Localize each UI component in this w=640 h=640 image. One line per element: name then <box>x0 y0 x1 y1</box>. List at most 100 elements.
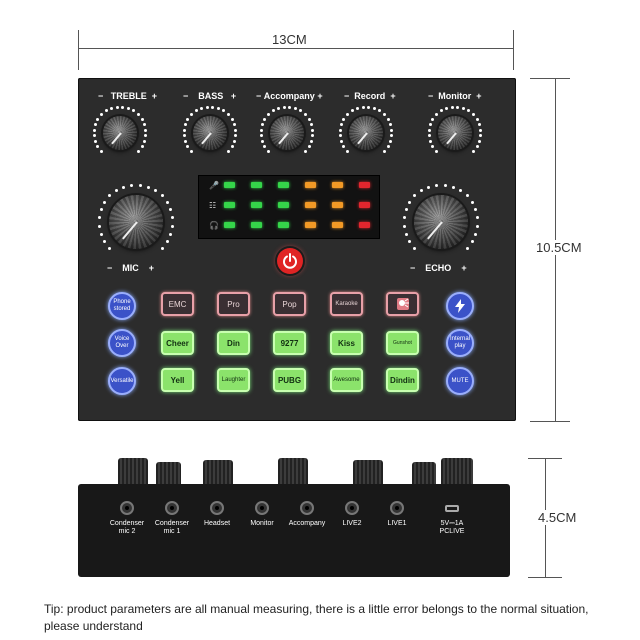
echo-label-row: − ECHO + <box>410 263 467 273</box>
knob-level-dot <box>479 128 483 132</box>
knob-level-dot <box>144 128 148 132</box>
knob-level-dot <box>103 200 107 204</box>
knob-level-dot <box>355 106 359 110</box>
vu-led <box>224 182 235 188</box>
knob-level-dot <box>263 117 267 121</box>
voice-change-button[interactable] <box>386 292 419 316</box>
knob-level-dot <box>234 134 238 138</box>
vu-led <box>251 182 262 188</box>
emc-button[interactable]: EMC <box>161 292 194 316</box>
height-dimension-bottom-tick <box>530 421 570 422</box>
mic-knob[interactable] <box>109 195 163 249</box>
phone-stored-button[interactable]: Phone stored <box>108 292 136 320</box>
bass-knob[interactable] <box>193 116 227 150</box>
port-label: Headset <box>192 520 242 528</box>
side-knob-4 <box>278 458 308 486</box>
dindin-button[interactable]: Dindin <box>386 368 419 392</box>
side-knob-5 <box>353 460 383 486</box>
knob-level-dot <box>144 134 148 138</box>
mute-button[interactable]: MUTE <box>446 367 474 395</box>
pop-button[interactable]: Pop <box>273 292 306 316</box>
port-label: Monitor <box>237 520 287 528</box>
kiss-button[interactable]: Kiss <box>330 331 363 355</box>
vu-led <box>278 202 289 208</box>
pro-button[interactable]: Pro <box>217 292 250 316</box>
audio-jack[interactable] <box>345 501 359 515</box>
knob-level-dot <box>146 185 150 189</box>
echo-knob[interactable] <box>414 195 468 249</box>
power-button[interactable] <box>277 248 303 274</box>
knob-level-dot <box>479 134 483 138</box>
vu-led <box>224 202 235 208</box>
tip-text: Tip: product parameters are all manual m… <box>44 602 589 633</box>
knob-level-dot <box>121 105 125 109</box>
knob-level-dot <box>470 240 474 244</box>
versatile-button[interactable]: Versatile <box>108 367 136 395</box>
cheer-button[interactable]: Cheer <box>161 331 194 355</box>
knob-level-dot <box>465 194 469 198</box>
height-dimension-top-tick <box>530 78 570 79</box>
port-label-line2: mic 2 <box>118 528 136 535</box>
audio-jack[interactable] <box>390 501 404 515</box>
knob-level-dot <box>108 194 112 198</box>
knob-level-dot <box>342 145 346 149</box>
knob-level-dot <box>338 128 342 132</box>
knob-level-dot <box>310 122 314 126</box>
9277-button[interactable]: 9277 <box>273 331 306 355</box>
knob-level-dot <box>408 240 412 244</box>
din-button[interactable]: Din <box>217 331 250 355</box>
usb-port[interactable] <box>445 505 459 512</box>
internal-play-button[interactable]: Internal play <box>446 329 474 357</box>
port-label: Accompany <box>282 520 332 528</box>
port-label: LIVE2 <box>327 520 377 528</box>
pubg-button[interactable]: PUBG <box>273 368 306 392</box>
accompany-label: Accompany <box>263 91 315 101</box>
monitor-knob[interactable] <box>438 116 472 150</box>
vu-led <box>224 222 235 228</box>
knob-level-dot <box>260 140 264 144</box>
gunshot-button[interactable]: Gunshot <box>386 331 419 355</box>
knob-level-dot <box>260 122 264 126</box>
knob-level-dot <box>427 128 431 132</box>
audio-jack[interactable] <box>300 501 314 515</box>
port-label-line1: Monitor <box>250 520 274 527</box>
accompany-knob[interactable] <box>270 116 304 150</box>
record-label: Record <box>354 91 386 101</box>
audio-jack[interactable] <box>165 501 179 515</box>
yell-button[interactable]: Yell <box>161 368 194 392</box>
knob-level-dot <box>199 106 203 110</box>
knob-level-dot <box>307 117 311 121</box>
record-knob[interactable] <box>349 116 383 150</box>
audio-jack[interactable] <box>120 501 134 515</box>
voice-over-button[interactable]: Voice Over <box>108 329 136 357</box>
awesome-button[interactable]: Awesome <box>330 368 363 392</box>
karaoke-button[interactable]: Karaoke <box>330 292 363 316</box>
knob-level-dot <box>288 105 292 109</box>
knob-level-dot <box>154 189 158 193</box>
knob-level-dot <box>435 149 439 153</box>
knob-level-dot <box>230 117 234 121</box>
knob-level-dot <box>299 109 303 113</box>
knob-level-dot <box>140 117 144 121</box>
knob-level-dot <box>92 134 96 138</box>
face-speaker-icon <box>396 298 409 310</box>
audio-jack[interactable] <box>255 501 269 515</box>
knob-level-dot <box>182 128 186 132</box>
port-label-line1: LIVE2 <box>342 520 362 527</box>
knob-level-dot <box>404 232 408 236</box>
laughter-button[interactable]: Laughter <box>217 368 250 392</box>
lightning-button[interactable] <box>446 292 474 320</box>
treble-knob[interactable] <box>103 116 137 150</box>
port-label: LIVE1 <box>372 520 422 528</box>
port-label-line1: Accompany <box>288 520 326 527</box>
knob-level-dot <box>263 145 267 149</box>
width-dimension-right-tick <box>513 30 514 70</box>
knob-level-dot <box>140 145 144 149</box>
knob-level-dot <box>183 122 187 126</box>
knob-level-dot <box>93 122 97 126</box>
knob-level-dot <box>115 105 119 109</box>
knob-level-dot <box>408 200 412 204</box>
audio-jack[interactable] <box>210 501 224 515</box>
knob-level-dot <box>97 216 101 220</box>
